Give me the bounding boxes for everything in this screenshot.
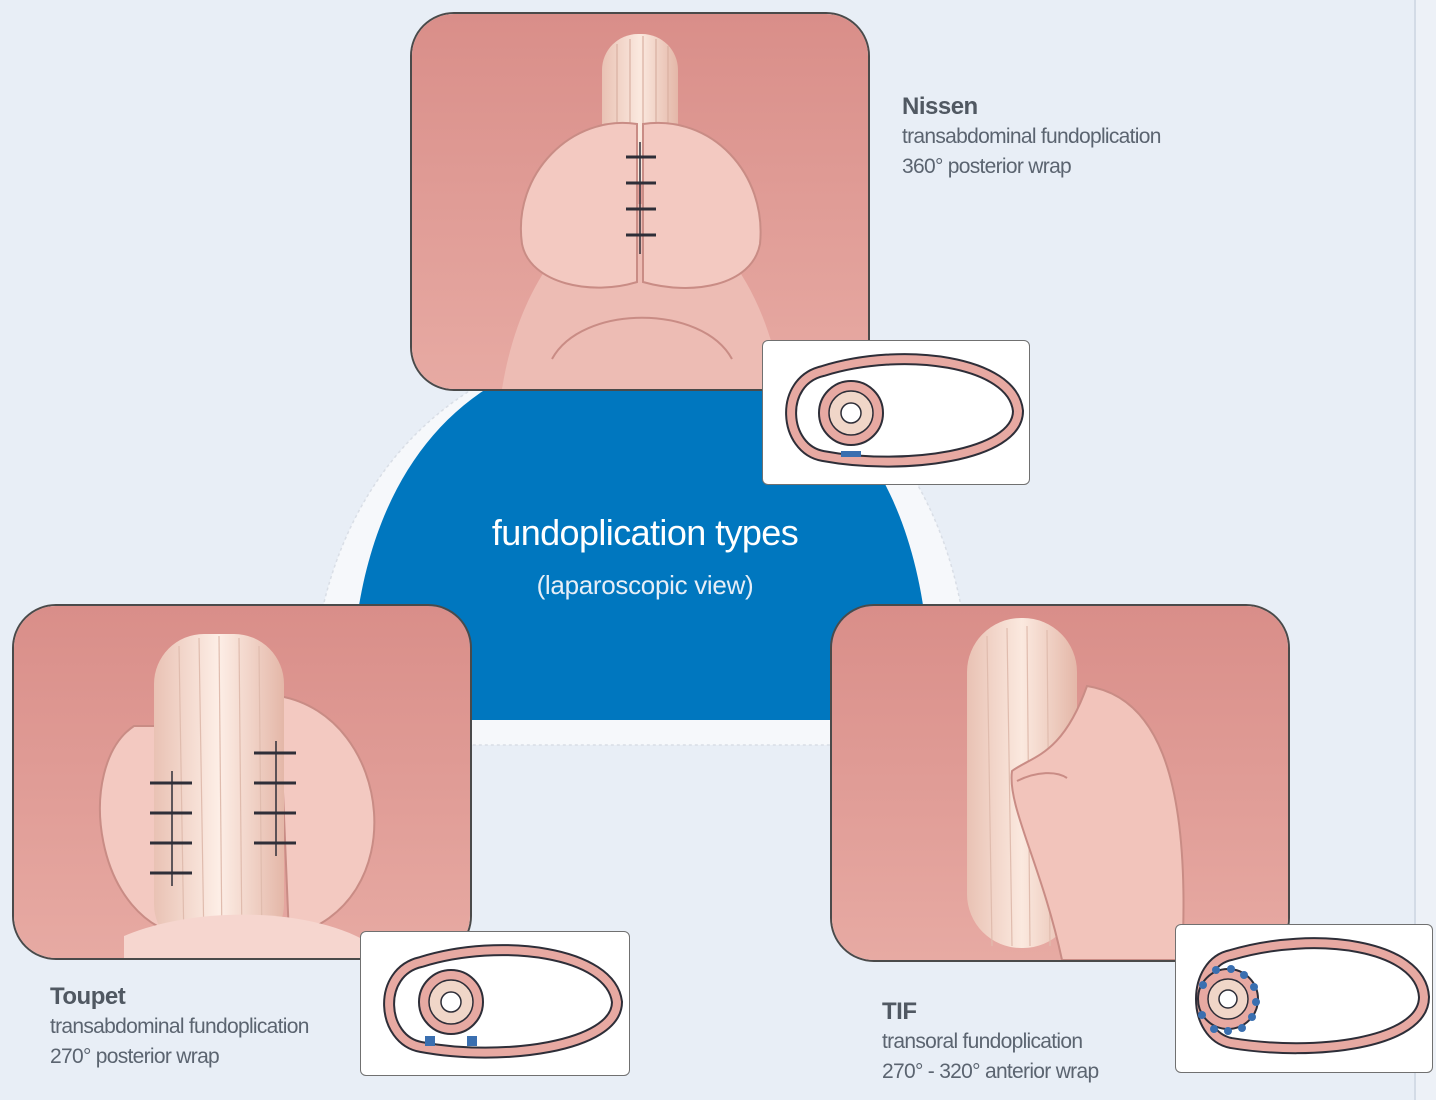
toupet-caption: Toupet transabdominal fundoplication 270… xyxy=(50,982,309,1072)
nissen-approach: transabdominal fundoplication xyxy=(902,122,1161,152)
tif-approach: transoral fundoplication xyxy=(882,1027,1098,1057)
tif-caption: TIF transoral fundoplication 270° - 320°… xyxy=(882,997,1098,1087)
nissen-wrap: 360° posterior wrap xyxy=(902,152,1161,182)
toupet-approach: transabdominal fundoplication xyxy=(50,1012,309,1042)
tif-illustration xyxy=(830,604,1290,962)
nissen-name: Nissen xyxy=(902,92,1161,122)
tif-cross-section xyxy=(1175,924,1433,1073)
diagram-subtitle: (laparoscopic view) xyxy=(420,570,870,601)
nissen-caption: Nissen transabdominal fundoplication 360… xyxy=(902,92,1161,182)
toupet-name: Toupet xyxy=(50,982,309,1012)
tif-name: TIF xyxy=(882,997,1098,1027)
tif-wrap: 270° - 320° anterior wrap xyxy=(882,1057,1098,1087)
nissen-illustration xyxy=(410,12,870,391)
toupet-illustration xyxy=(12,604,472,960)
diagram-title: fundoplication types xyxy=(420,512,870,554)
toupet-cross-section xyxy=(360,931,630,1076)
toupet-wrap: 270° posterior wrap xyxy=(50,1042,309,1072)
nissen-cross-section xyxy=(762,340,1030,485)
